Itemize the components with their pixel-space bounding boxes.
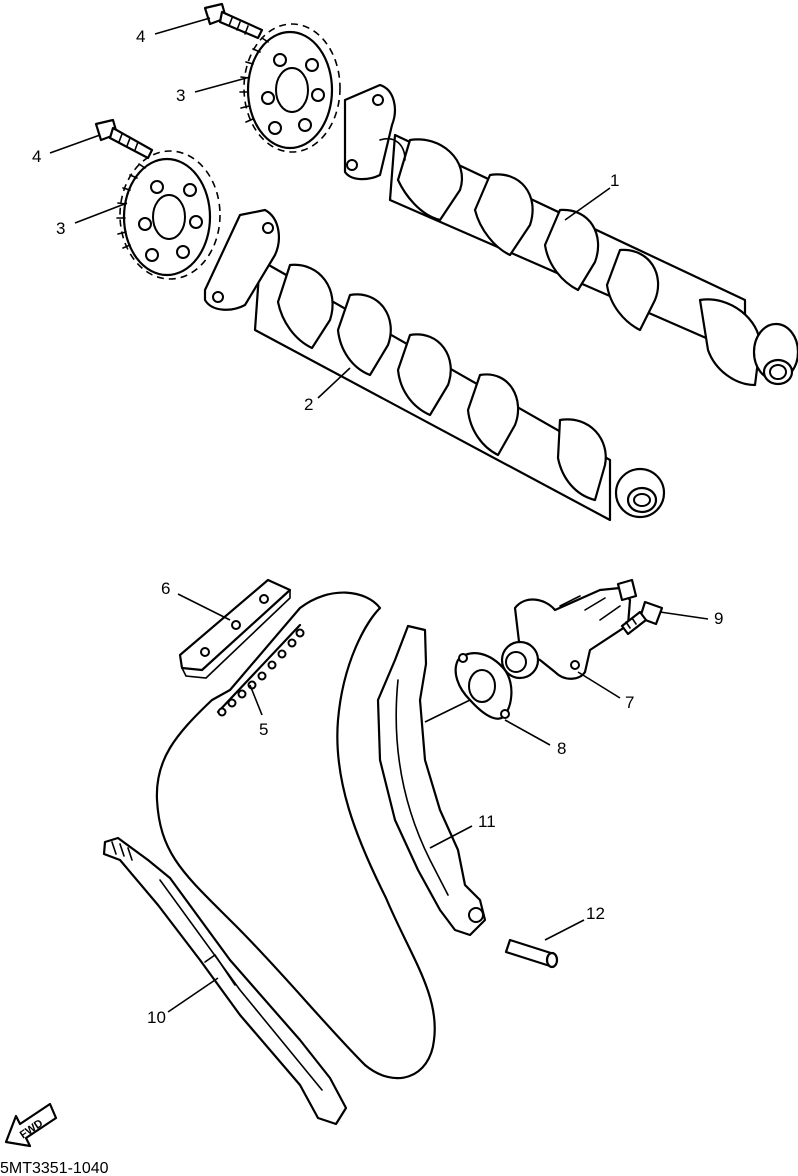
sprocket-bolt-upper xyxy=(203,2,264,40)
callout-3-upper: 3 xyxy=(176,86,185,105)
tensioner-bolt xyxy=(620,600,664,636)
callout-9: 9 xyxy=(714,609,723,628)
cam-chain xyxy=(155,591,436,1080)
camshaft-exhaust xyxy=(343,83,798,387)
sprocket-bolt-lower xyxy=(94,118,154,160)
chain-guide-top xyxy=(178,578,292,679)
callout-8: 8 xyxy=(557,739,566,758)
chain-links xyxy=(217,628,305,717)
cam-sprocket-upper xyxy=(239,23,341,153)
callout-3-lower: 3 xyxy=(56,219,65,238)
callout-4-lower: 4 xyxy=(32,147,41,166)
callout-4-upper: 4 xyxy=(136,27,145,46)
diagram-code: 5MT3351-1040 xyxy=(0,1160,109,1176)
chain-tensioner xyxy=(500,578,638,680)
chain-guide-front xyxy=(376,624,487,937)
camshaft-intake xyxy=(203,208,666,522)
callout-6: 6 xyxy=(161,579,170,598)
cam-sprocket-lower xyxy=(116,150,221,280)
callout-11: 11 xyxy=(478,812,496,831)
fwd-arrow-icon: FWD xyxy=(4,1102,58,1148)
callout-1: 1 xyxy=(610,171,619,190)
callout-7: 7 xyxy=(625,693,634,712)
tensioner-gasket xyxy=(454,652,513,720)
leader-lines xyxy=(49,17,709,1013)
chain-guide-rear xyxy=(102,836,348,1126)
callout-12: 12 xyxy=(586,904,605,923)
guide-pin xyxy=(504,938,559,969)
callout-5: 5 xyxy=(259,720,268,739)
callouts: 1 2 3 3 4 4 5 6 7 8 9 10 11 12 xyxy=(32,27,723,1027)
callout-10: 10 xyxy=(147,1008,166,1027)
callout-2: 2 xyxy=(304,395,313,414)
